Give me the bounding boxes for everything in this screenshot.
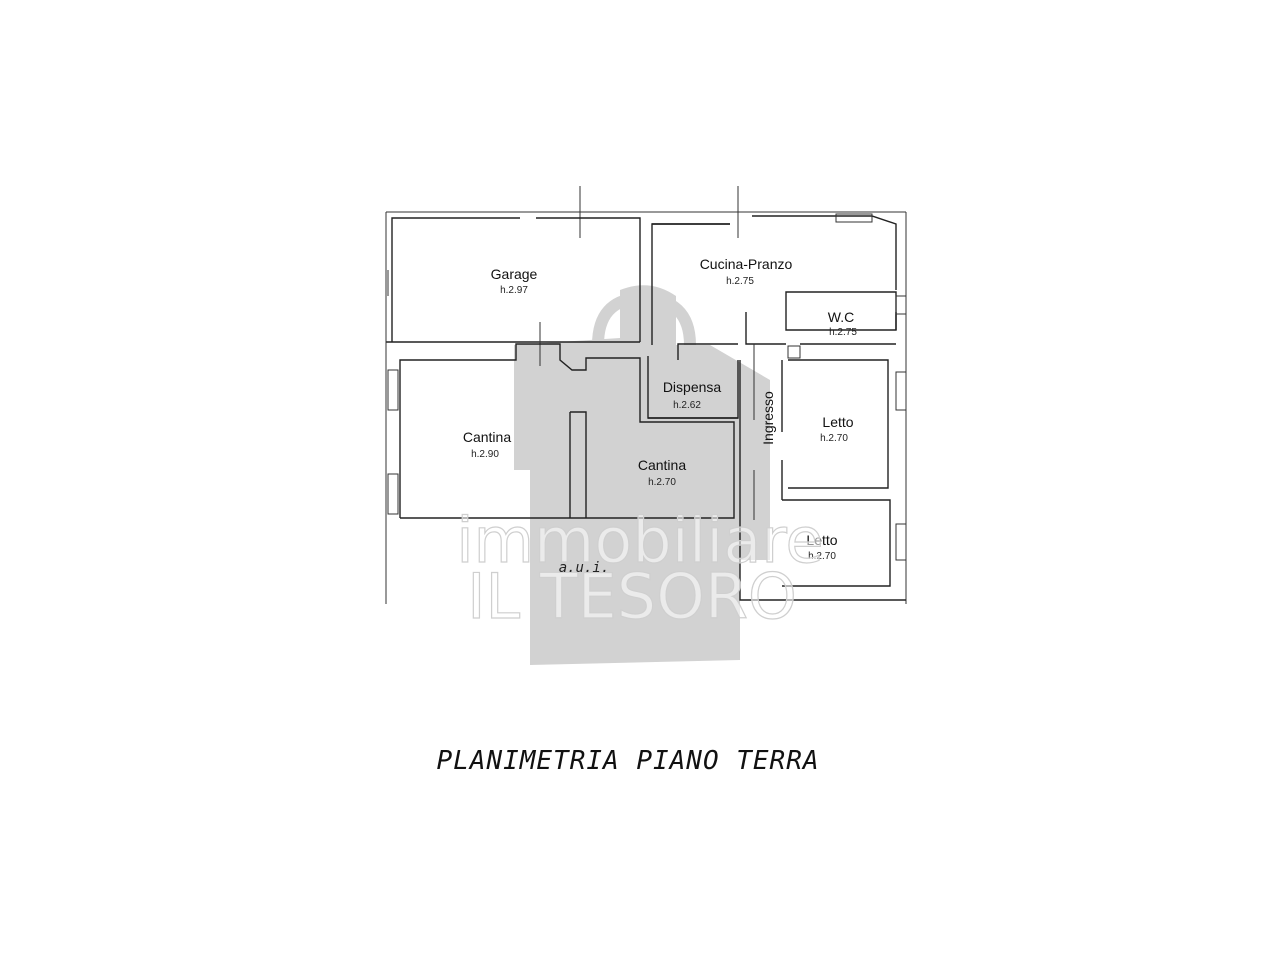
aui-label: a.u.i. (559, 560, 610, 576)
garage-room (385, 212, 641, 366)
letto-1-height: h.2.70 (820, 433, 848, 444)
cucina-height: h.2.75 (726, 276, 754, 287)
garage-label: Garage (491, 266, 538, 282)
garage-height: h.2.97 (500, 285, 528, 296)
letto-1-room (788, 359, 907, 489)
dispensa-room (647, 343, 755, 420)
wc-label: W.C (828, 309, 854, 325)
dispensa-height: h.2.62 (673, 400, 701, 411)
watermark-line-1: immobiliare (456, 504, 823, 577)
letto-2-height: h.2.70 (808, 551, 836, 562)
cantina-rooms (385, 342, 735, 604)
cantina-2-label: Cantina (638, 457, 686, 473)
cantina-2-height: h.2.70 (648, 477, 676, 488)
cucina-label: Cucina-Pranzo (700, 256, 793, 272)
letto-2-label: Letto (806, 532, 837, 548)
letto-2-room (782, 499, 907, 587)
watermark-line-2: IL TESORO (467, 560, 797, 633)
letto-1-label: Letto (822, 414, 853, 430)
cantina-1-height: h.2.90 (471, 449, 499, 460)
wc-room (785, 291, 907, 359)
dispensa-label: Dispensa (663, 379, 722, 395)
ingresso-label: Ingresso (760, 391, 776, 445)
cantina-1-label: Cantina (463, 429, 511, 445)
plan-caption: PLANIMETRIA PIANO TERRA (436, 746, 819, 776)
ingresso-area (739, 360, 906, 601)
wc-height: h.2.75 (829, 327, 857, 338)
